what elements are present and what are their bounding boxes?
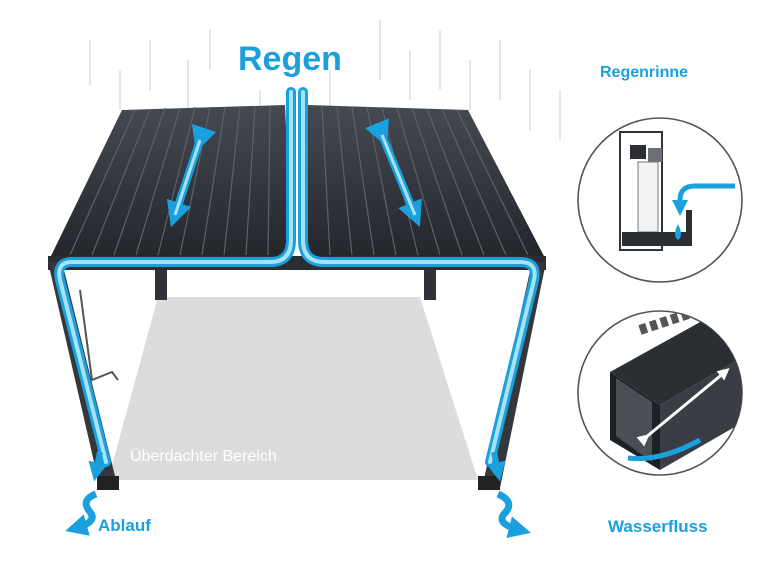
water-flow-path bbox=[54, 87, 540, 467]
drain-wave-icon bbox=[65, 490, 98, 536]
roof-panel-right bbox=[308, 105, 545, 258]
foot-left bbox=[97, 476, 119, 490]
roof-flow-arrows bbox=[166, 118, 422, 228]
water-flow-detail-circle bbox=[577, 310, 743, 476]
crank-rod bbox=[79, 289, 119, 382]
drain-label: Ablauf bbox=[98, 516, 151, 535]
covered-area-label: Überdachter Bereich bbox=[130, 448, 277, 465]
roof-panel-left bbox=[50, 105, 292, 258]
flow-arrow-down-left bbox=[88, 451, 108, 482]
gutter-label: Regenrinne bbox=[600, 64, 689, 81]
roof bbox=[48, 105, 546, 270]
water-flow-label: Wasserfluss bbox=[608, 517, 708, 536]
covered-area-floor bbox=[108, 297, 478, 480]
foot-right bbox=[478, 476, 500, 490]
flow-arrow-down-right bbox=[486, 451, 506, 482]
drain-wave-icon bbox=[496, 490, 531, 539]
diagram-title: Regen bbox=[238, 40, 342, 78]
gutter-detail-circle bbox=[577, 117, 743, 283]
rain-streaks bbox=[89, 20, 561, 140]
